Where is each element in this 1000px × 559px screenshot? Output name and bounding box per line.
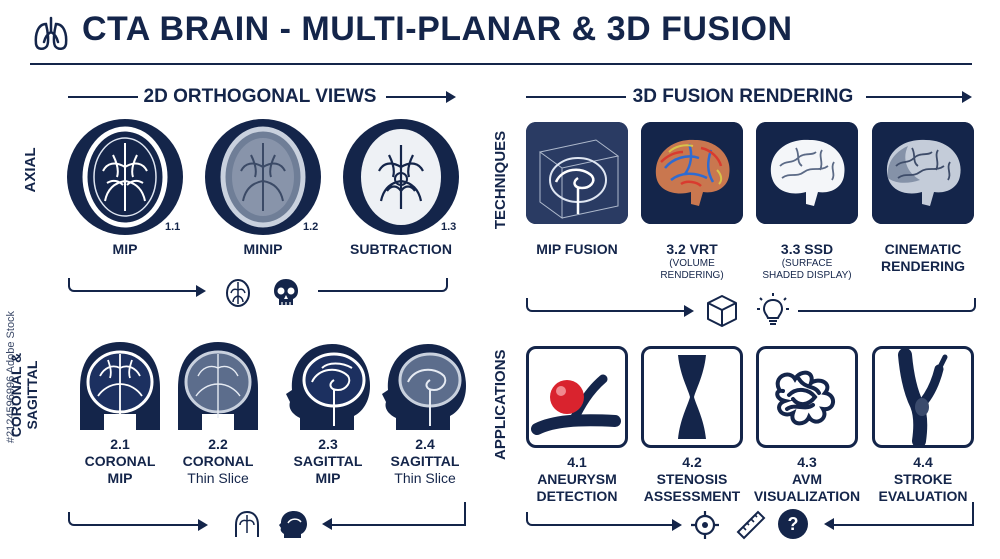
aneurysm-image [526, 346, 628, 448]
stroke-caption: 4.4 STROKE EVALUATION [878, 454, 968, 504]
arrow-left-icon [322, 518, 332, 530]
section-rule-right [866, 96, 964, 98]
axial-subtraction-image [343, 119, 459, 235]
ssd-caption: 3.3 SSD (SURFACE SHADED DISPLAY) [762, 241, 852, 281]
mip-fusion-label: MIP FUSION [536, 241, 618, 257]
lightbulb-icon [756, 292, 790, 328]
axial-mip-label: MIP [112, 241, 138, 257]
section-title-3d: 3D FUSION RENDERING [632, 86, 854, 107]
stenosis-caption: 4.2 STENOSIS ASSESSMENT [643, 454, 741, 504]
arrow-right-icon [672, 519, 682, 531]
section-rule-left [68, 96, 138, 98]
section-rule-left [526, 96, 626, 98]
arrow-right-icon [962, 91, 972, 103]
flow-line-left [526, 512, 676, 526]
axial-minip-image [205, 119, 321, 235]
brain-coronal-icon [232, 509, 262, 539]
sagittal-thin-slice-caption: 2.4 SAGITTAL Thin Slice [390, 436, 460, 486]
aneurysm-caption: 4.1 ANEURYSM DETECTION [536, 454, 618, 504]
row-label-techniques: TECHNIQUES [492, 130, 509, 230]
item-number: 1.1 [165, 221, 181, 233]
flow-line-tick [972, 502, 974, 524]
brain-axial-icon [224, 278, 252, 308]
coronal-mip-image [74, 338, 166, 430]
item-number: 1.3 [441, 221, 457, 233]
arrow-right-icon [684, 305, 694, 317]
coronal-thin-slice-caption: 2.2 CORONAL Thin Slice [182, 436, 254, 486]
ssd-image [756, 122, 858, 224]
skull-icon [272, 277, 300, 309]
stroke-image [872, 346, 974, 448]
page-title: CTA BRAIN - MULTI-PLANAR & 3D FUSION [82, 10, 793, 48]
flow-line-right [798, 298, 976, 312]
flow-line-left [68, 512, 202, 526]
axial-mip-image [67, 119, 183, 235]
flow-line-right [332, 524, 466, 526]
section-rule-right [386, 96, 448, 98]
item-number: 1.2 [303, 221, 319, 233]
vrt-image [641, 122, 743, 224]
arrow-right-icon [196, 285, 206, 297]
stenosis-image [641, 346, 743, 448]
mip-fusion-image [526, 122, 628, 224]
section-title-2d: 2D ORTHOGONAL VIEWS [143, 86, 377, 107]
svg-text:?: ? [788, 514, 799, 534]
lungs-icon [32, 14, 70, 54]
cinematic-caption: CINEMATIC RENDERING [880, 241, 965, 274]
row-label-axial: AXIAL [22, 147, 39, 193]
question-mark-icon: ? [777, 508, 809, 540]
target-crosshair-icon [690, 510, 720, 540]
sagittal-mip-image [282, 338, 374, 430]
sagittal-mip-caption: 2.3 SAGITTAL MIP [293, 436, 363, 486]
coronal-thin-slice-image [172, 338, 264, 430]
flow-line-right [318, 278, 448, 292]
row-label-applications: APPLICATIONS [492, 349, 509, 460]
vrt-caption: 3.2 VRT (VOLUME RENDERING) [660, 241, 724, 281]
arrow-right-icon [198, 519, 208, 531]
head-profile-icon [278, 509, 308, 539]
ruler-icon [734, 508, 768, 542]
sagittal-thin-slice-image [378, 338, 470, 430]
arrow-left-icon [824, 518, 834, 530]
avm-caption: 4.3 AVM VISUALIZATION [753, 454, 861, 504]
avm-image [756, 346, 858, 448]
axial-subtraction-label: SUBTRACTION [350, 241, 452, 257]
flow-line-tick [464, 502, 466, 524]
axial-minip-label: MINIP [243, 241, 283, 257]
stock-watermark: #2124596996 Adobe Stock [5, 310, 17, 444]
cube-icon [706, 294, 738, 328]
coronal-mip-caption: 2.1 CORONAL MIP [84, 436, 156, 486]
flow-line-left [68, 278, 200, 292]
arrow-right-icon [446, 91, 456, 103]
title-divider [30, 63, 972, 65]
flow-line-right [834, 524, 974, 526]
flow-line-left [526, 298, 688, 312]
cinematic-rendering-image [872, 122, 974, 224]
